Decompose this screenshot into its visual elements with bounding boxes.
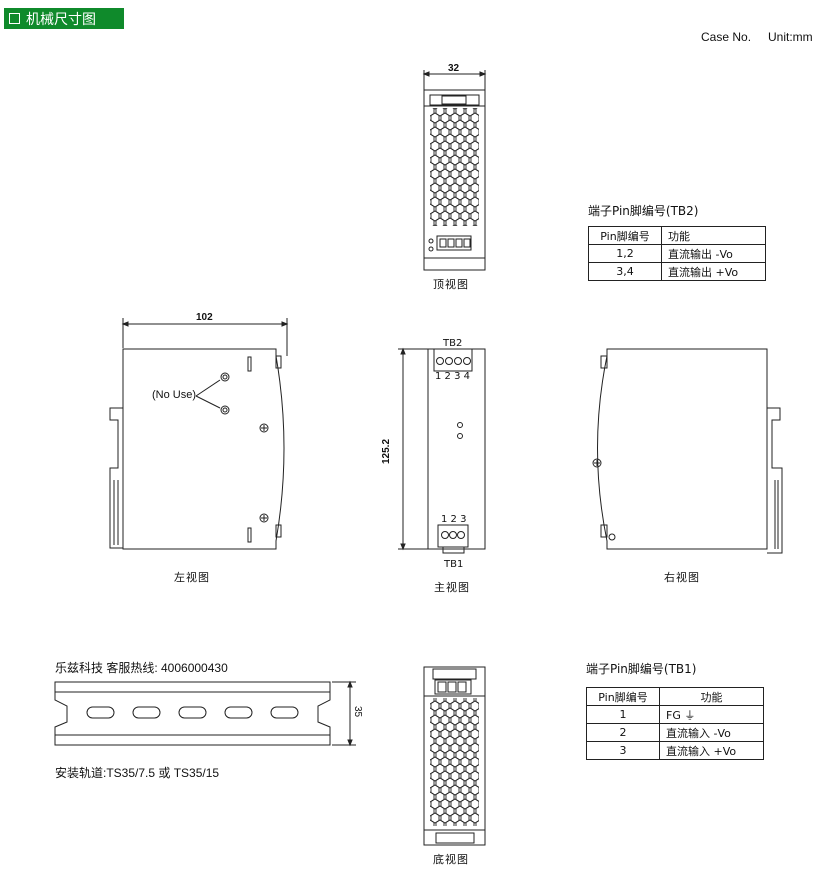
table-header-row: Pin脚编号 功能: [588, 226, 766, 245]
function-cell: 直流输入 +Vo: [659, 741, 764, 760]
pin-cell: 2: [586, 723, 660, 742]
header-function: 功能: [659, 687, 764, 706]
section-header: 机械尺寸图: [4, 8, 124, 29]
tb2-pin-table: Pin脚编号 功能 1,2 直流输出 -Vo 3,4 直流输出 +Vo: [588, 226, 766, 281]
pin-cell: 3: [586, 741, 660, 760]
left-view: [109, 318, 289, 550]
dim-height-front: 125.2: [381, 438, 393, 465]
tb1-table-title: 端子Pin脚编号(TB1): [586, 662, 697, 676]
front-view: [398, 347, 486, 554]
table-row: 2 直流输入 -Vo: [586, 723, 764, 742]
bottom-view-caption: 底视图: [433, 853, 469, 866]
pin-cell: 3,4: [588, 262, 662, 281]
tb1-pin-table: Pin脚编号 功能 1 FG ⏚ 2 直流输入 -Vo 3 直流输入 +Vo: [586, 687, 764, 760]
case-number-label: Case No.: [701, 30, 752, 44]
table-row: 3,4 直流输出 +Vo: [588, 262, 766, 281]
function-cell: 直流输出 +Vo: [661, 262, 766, 281]
rail-note: 安装轨道:TS35/7.5 或 TS35/15: [55, 766, 220, 780]
din-rail: [54, 680, 356, 747]
tb2-label: TB2: [443, 338, 463, 349]
tb2-pin-numbers: 1 2 3 4: [435, 371, 470, 382]
function-cell: 直流输入 -Vo: [659, 723, 764, 742]
table-row: 1 FG ⏚: [586, 705, 764, 724]
header-pin: Pin脚编号: [588, 226, 662, 245]
front-view-caption: 主视图: [434, 581, 470, 594]
top-view: [422, 70, 487, 271]
table-header-row: Pin脚编号 功能: [586, 687, 764, 706]
bottom-view: [423, 666, 486, 846]
header-function: 功能: [661, 226, 766, 245]
function-cell: FG ⏚: [659, 705, 764, 724]
right-view-caption: 右视图: [664, 571, 700, 584]
top-view-caption: 顶视图: [433, 278, 469, 291]
no-use-label: (No Use): [152, 389, 197, 401]
tb2-table-title: 端子Pin脚编号(TB2): [588, 204, 699, 218]
table-row: 1,2 直流输出 -Vo: [588, 244, 766, 263]
dim-length-left: 102: [196, 312, 213, 323]
dim-rail-height: 35: [352, 705, 364, 718]
pin-cell: 1: [586, 705, 660, 724]
tb1-pin-numbers: 1 2 3: [441, 514, 467, 525]
hotline-text: 乐兹科技 客服热线: 4006000430: [55, 661, 228, 675]
tb1-label: TB1: [444, 559, 464, 570]
section-title: 机械尺寸图: [26, 11, 96, 28]
pin-cell: 1,2: [588, 244, 662, 263]
unit-label: Unit:mm: [768, 30, 813, 44]
function-cell: 直流输出 -Vo: [661, 244, 766, 263]
table-row: 3 直流输入 +Vo: [586, 741, 764, 760]
square-icon: [9, 13, 20, 24]
header-pin: Pin脚编号: [586, 687, 660, 706]
dim-width-top: 32: [448, 63, 460, 74]
right-view: [592, 348, 783, 554]
left-view-caption: 左视图: [174, 571, 210, 584]
